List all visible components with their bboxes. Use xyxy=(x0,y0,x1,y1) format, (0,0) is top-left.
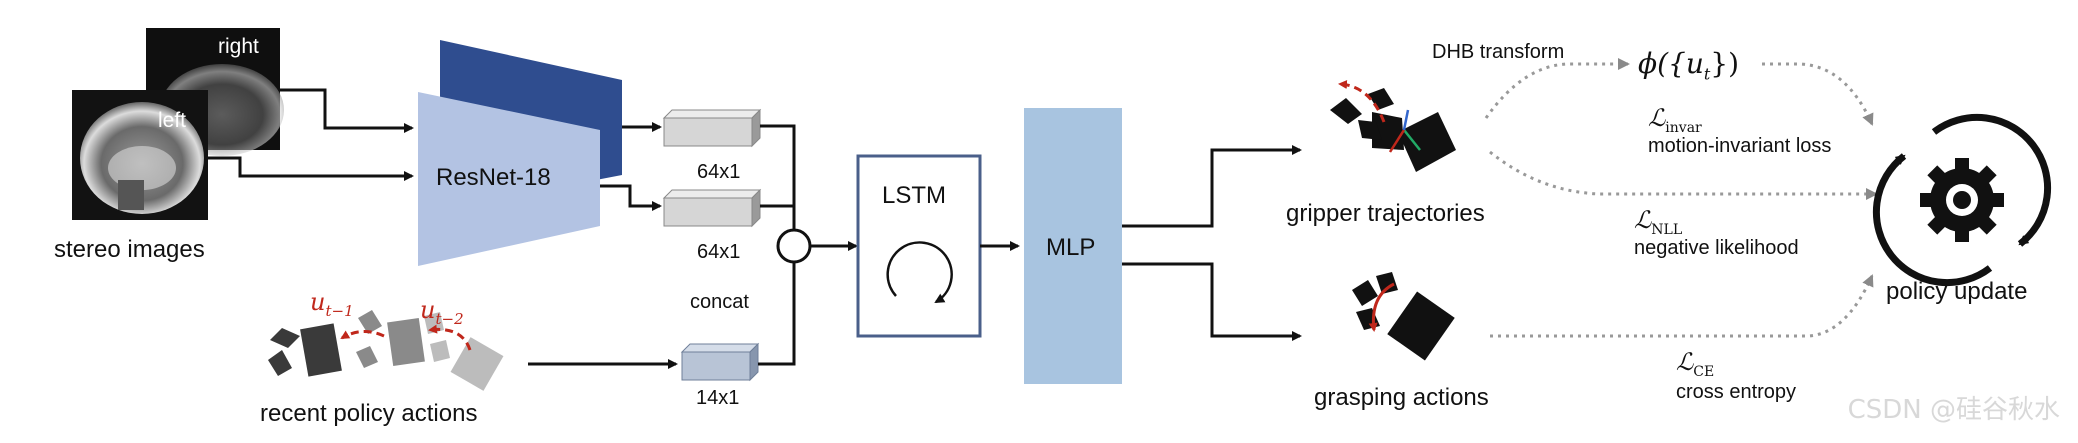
lstm-recurrence-icon xyxy=(886,241,953,304)
invar-loss-symbol: ℒinvar xyxy=(1648,104,1702,136)
nll-loss-text: negative likelihood xyxy=(1634,237,1799,259)
lstm-block xyxy=(856,154,982,338)
recent-actions-illustration xyxy=(268,310,504,391)
nll-loss-symbol: ℒNLL xyxy=(1634,206,1683,238)
grasping-illustration xyxy=(1352,272,1455,361)
resnet-bottom-arrow xyxy=(600,184,662,211)
ce-loss-symbol: ℒCE xyxy=(1676,348,1715,380)
left-image-arrow xyxy=(208,156,414,181)
feature-top-dim: 64x1 xyxy=(697,161,741,183)
recent-actions-caption: recent policy actions xyxy=(260,400,478,427)
phi-formula: ϕ({ut}) xyxy=(1638,47,1740,84)
dhb-arrow xyxy=(1484,58,1630,119)
trajectory-illustration xyxy=(1330,79,1456,172)
stereo-image-left xyxy=(72,90,208,220)
resnet-front-block xyxy=(418,92,600,266)
stereo-images-caption: stereo images xyxy=(54,236,205,263)
dhb-transform-label: DHB transform xyxy=(1432,41,1565,63)
grasping-caption: grasping actions xyxy=(1314,384,1489,411)
mlp-to-trajectories-arrow xyxy=(1122,145,1302,228)
concat-line-bottom xyxy=(758,262,796,366)
trajectories-caption: gripper trajectories xyxy=(1286,200,1485,227)
ce-loss-text: cross entropy xyxy=(1676,381,1797,403)
mlp-label: MLP xyxy=(1046,234,1096,261)
left-image-label: left xyxy=(158,109,187,132)
policy-update-caption: policy update xyxy=(1886,278,2028,305)
right-image-label: right xyxy=(218,35,259,58)
u-t1-label: ut−1 xyxy=(310,288,354,320)
right-image-arrow xyxy=(280,88,414,133)
concat-label: concat xyxy=(690,291,749,313)
concat-node xyxy=(776,228,812,264)
feature-bottom-dim: 64x1 xyxy=(697,241,741,263)
feature-box-top xyxy=(662,108,762,148)
u-t2-label: ut−2 xyxy=(420,296,464,328)
ce-arrow xyxy=(1490,274,1874,338)
mlp-to-grasping-arrow xyxy=(1122,262,1302,341)
resnet-label: ResNet-18 xyxy=(436,164,551,191)
watermark: CSDN @硅谷秋水 xyxy=(1847,395,2060,425)
gear-icon xyxy=(1872,113,2052,287)
lstm-label: LSTM xyxy=(882,182,947,209)
nll-arrow xyxy=(1489,150,1878,200)
feature-box-actions xyxy=(680,342,760,382)
invar-loss-text: motion-invariant loss xyxy=(1648,135,1832,157)
invar-arrow xyxy=(1762,62,1874,126)
concat-line-top xyxy=(760,124,796,232)
mlp-block xyxy=(1024,108,1122,384)
feature-box-bottom xyxy=(662,188,762,228)
feature-action-dim: 14x1 xyxy=(696,387,740,409)
